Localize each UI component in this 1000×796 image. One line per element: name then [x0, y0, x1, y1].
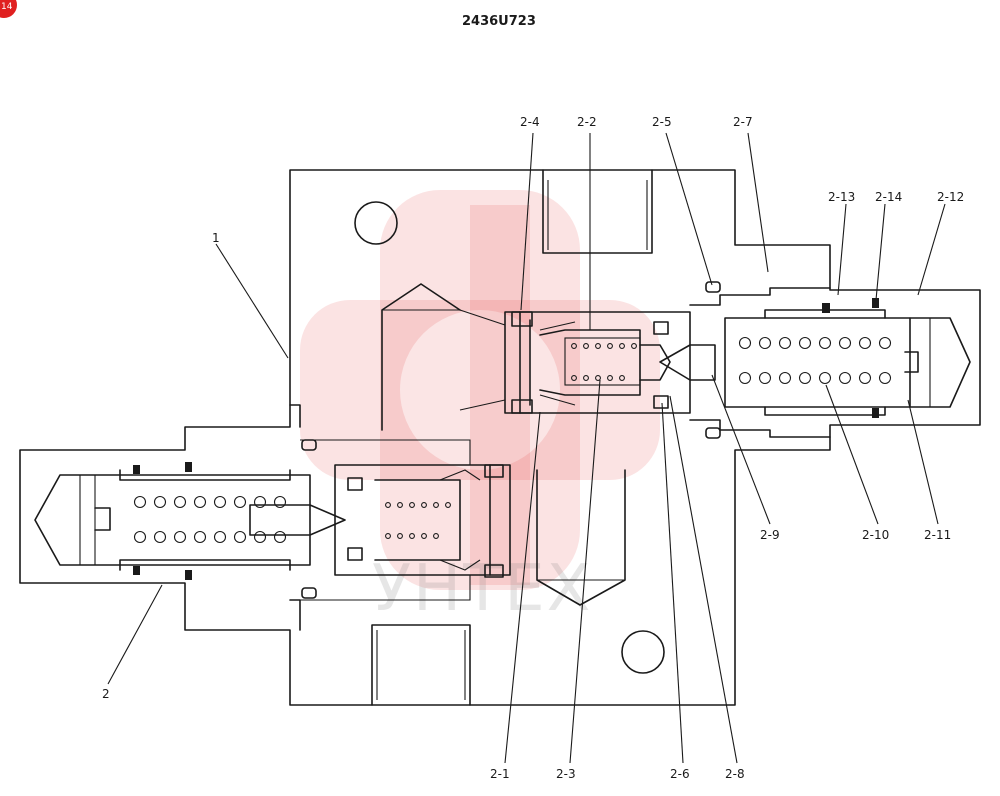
- callout-2-11: 2-11: [924, 528, 951, 542]
- watermark-text: УНТЕХ: [372, 552, 593, 626]
- right-spring: [738, 336, 892, 385]
- callout-2-14: 2-14: [875, 190, 902, 204]
- lower-check-valve: [300, 439, 511, 601]
- leader-lines: [107, 132, 946, 764]
- valve-body: [19, 169, 981, 706]
- callout-2-2: 2-2: [577, 115, 597, 129]
- callout-2: 2: [102, 687, 110, 701]
- callout-2-7: 2-7: [733, 115, 753, 129]
- upper-spring: [571, 343, 637, 381]
- drawing-title: 2436U723: [462, 14, 536, 29]
- callout-2-4: 2-4: [520, 115, 540, 129]
- callout-2-13: 2-13: [828, 190, 855, 204]
- callout-labels: 1 2 2-1 2-2 2-3 2-4 2-5 2-6 2-7 2-8 2-9 …: [102, 115, 964, 781]
- watermark-logo: [300, 190, 660, 590]
- upper-check-valve: [459, 309, 691, 414]
- callout-2-3: 2-3: [556, 767, 576, 781]
- right-relief-cartridge: [659, 281, 971, 439]
- callout-2-8: 2-8: [725, 767, 745, 781]
- lower-spring: [385, 502, 451, 539]
- callout-2-5: 2-5: [652, 115, 672, 129]
- left-relief-cartridge: [34, 439, 346, 599]
- page-badge-number: 14: [1, 2, 13, 12]
- callout-2-6: 2-6: [670, 767, 690, 781]
- callout-1: 1: [212, 231, 220, 245]
- callout-2-12: 2-12: [937, 190, 964, 204]
- callout-2-9: 2-9: [760, 528, 780, 542]
- callout-2-10: 2-10: [862, 528, 889, 542]
- left-spring: [133, 495, 287, 544]
- page-badge: 14: [0, 0, 17, 18]
- callout-2-1: 2-1: [490, 767, 510, 781]
